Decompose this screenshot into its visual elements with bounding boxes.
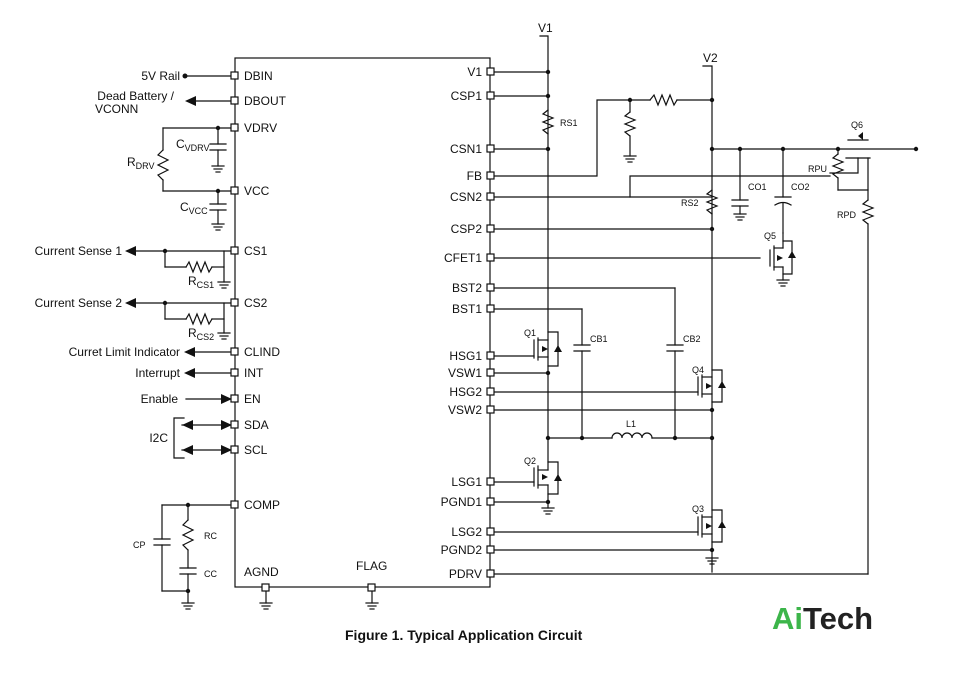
pin-pgnd1: PGND1: [441, 495, 483, 509]
pin-comp: COMP: [244, 498, 280, 512]
pin-hsg2: HSG2: [449, 385, 482, 399]
label-rpu: RPU: [808, 164, 827, 174]
label-rcs2: RCS2: [188, 326, 214, 342]
pin-bst1: BST1: [452, 302, 482, 316]
pin-vsw2: VSW2: [448, 403, 482, 417]
label-rdrv: RDRV: [127, 155, 155, 171]
pin-cs2: CS2: [244, 296, 268, 310]
rail-v1-label: V1: [538, 21, 553, 35]
label-cvdrv: CVDRV: [176, 137, 210, 153]
label-q2: Q2: [524, 456, 536, 466]
label-l1: L1: [626, 419, 636, 429]
pin-bst2: BST2: [452, 281, 482, 295]
label-rpd: RPD: [837, 210, 857, 220]
label-rcs1: RCS1: [188, 274, 214, 290]
pin-vsw1: VSW1: [448, 366, 482, 380]
ic-body: [234, 57, 491, 588]
pin-cs1: CS1: [244, 244, 268, 258]
signal-enable: Enable: [141, 392, 179, 406]
figure-caption: Figure 1. Typical Application Circuit: [345, 627, 583, 643]
label-cc: CC: [204, 569, 217, 579]
pin-clind: CLIND: [244, 345, 280, 359]
pin-vdrv: VDRV: [244, 121, 277, 135]
pin-cfet1: CFET1: [444, 251, 482, 265]
pin-lsg1: LSG1: [451, 475, 482, 489]
label-cp: CP: [133, 540, 146, 550]
signal-current-sense-2: Current Sense 2: [35, 296, 123, 310]
pin-agnd: AGND: [244, 565, 279, 579]
pin-en: EN: [244, 392, 261, 406]
pin-fb: FB: [467, 169, 482, 183]
pin-hsg1: HSG1: [449, 349, 482, 363]
signal-vconn: VCONN: [95, 102, 138, 116]
pin-int: INT: [244, 366, 264, 380]
label-q6: Q6: [851, 120, 863, 130]
pin-pgnd2: PGND2: [441, 543, 483, 557]
signal-current-sense-1: Current Sense 1: [35, 244, 123, 258]
signal-interrupt: Interrupt: [135, 366, 180, 380]
pin-v1: V1: [467, 65, 482, 79]
label-cvcc: CVCC: [180, 200, 208, 216]
rail-v2-label: V2: [703, 51, 718, 65]
pin-lsg2: LSG2: [451, 525, 482, 539]
label-q3: Q3: [692, 504, 704, 514]
pin-csp1: CSP1: [451, 89, 483, 103]
signal-clind: Curret Limit Indicator: [69, 345, 180, 359]
signal-5v-rail: 5V Rail: [141, 69, 180, 83]
signal-dead-battery: Dead Battery /: [97, 89, 174, 103]
pin-csp2: CSP2: [451, 222, 483, 236]
pin-flag: FLAG: [356, 559, 387, 573]
aitech-logo: AiTech: [772, 601, 873, 636]
pin-pdrv: PDRV: [449, 567, 482, 581]
pin-csn1: CSN1: [450, 142, 482, 156]
label-q4: Q4: [692, 365, 704, 375]
pin-dbin: DBIN: [244, 69, 273, 83]
label-rs1: RS1: [560, 118, 578, 128]
label-q1: Q1: [524, 328, 536, 338]
label-rc: RC: [204, 531, 217, 541]
label-co1: CO1: [748, 182, 767, 192]
pin-csn2: CSN2: [450, 190, 482, 204]
signal-i2c: I2C: [149, 431, 168, 445]
label-cb1: CB1: [590, 334, 608, 344]
pin-scl: SCL: [244, 443, 268, 457]
label-q5: Q5: [764, 231, 776, 241]
label-co2: CO2: [791, 182, 810, 192]
label-rs2: RS2: [681, 198, 699, 208]
pin-sda: SDA: [244, 418, 269, 432]
label-cb2: CB2: [683, 334, 701, 344]
pin-dbout: DBOUT: [244, 94, 287, 108]
pin-vcc: VCC: [244, 184, 270, 198]
